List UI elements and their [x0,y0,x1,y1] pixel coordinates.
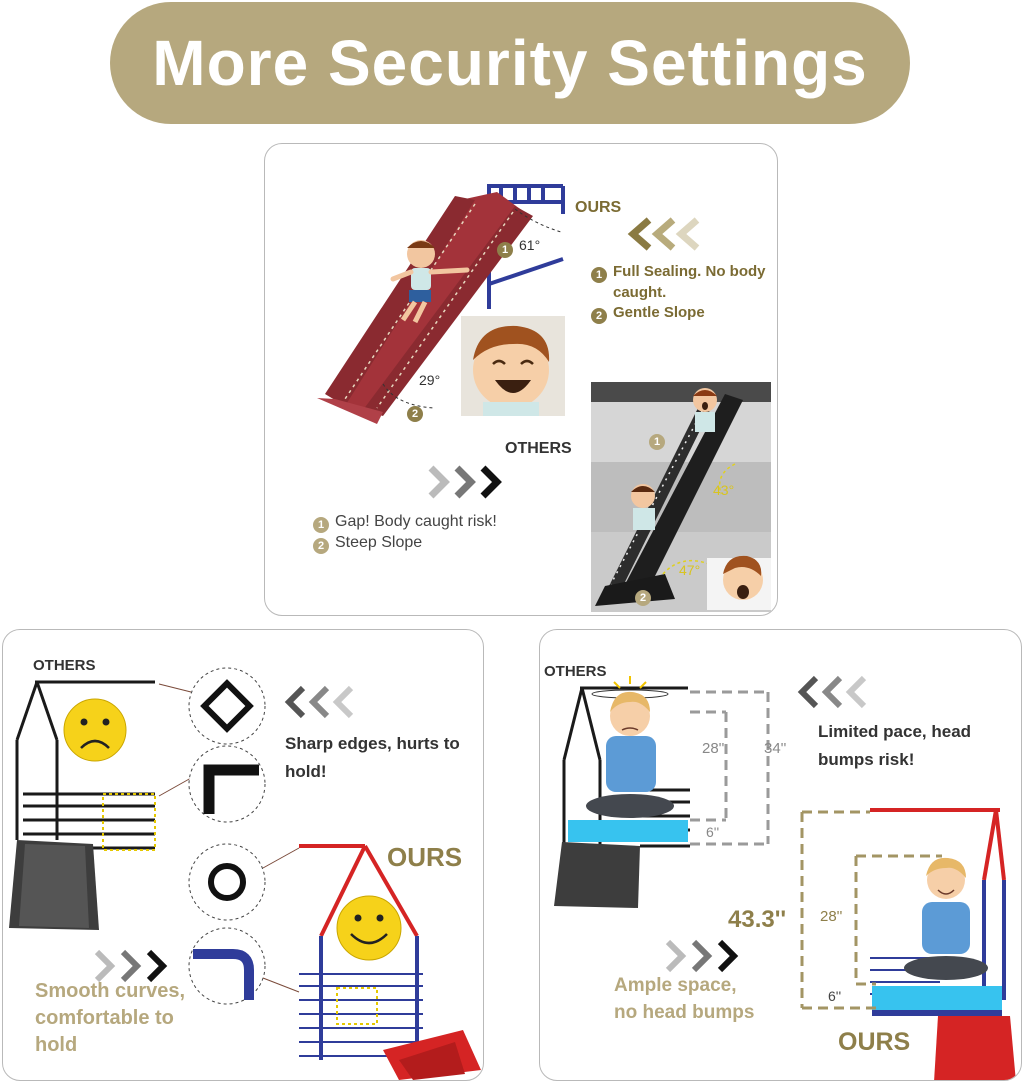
left-ours-label: OURS [387,842,463,872]
guardrail-illustration [9,667,481,1080]
happy-kid-face [473,325,550,416]
left-ours-note: Smooth curves, comfortable to hold [35,980,186,1056]
left-others-note: Sharp edges, hurts to hold! [285,734,460,781]
round-tube-icon [208,863,246,901]
ours-note-1-cont: caught. [613,284,667,301]
right-others-chevrons [797,675,867,709]
right-others-label: OTHERS [544,663,607,680]
top-ours-label: OURS [575,199,622,216]
ours-bottom-marker: 2 [407,402,429,422]
ours-chevrons [627,217,700,251]
left-ours-chevrons [94,949,168,983]
others-top-angle: 43° [713,482,735,498]
left-others-chevrons [284,685,354,719]
others-bottom-angle: 47° [679,562,701,578]
kid-on-slide [390,240,470,324]
others-top-marker: 1 [649,430,671,450]
ours-bottom-dim: 6'' [828,988,842,1004]
headroom-illustration [554,675,1016,1080]
right-ours-label: OURS [838,1028,911,1056]
top-others-label: OTHERS [505,440,572,457]
others-bottom-marker: 2 [635,586,657,606]
ours-inner-dim: 28'' [820,908,843,925]
headroom-panel: OTHERS OURS 28'' 34'' 6'' 43.3'' 28'' 6'… [539,629,1022,1081]
square-edge-icon [200,679,254,733]
sharp-corner-icon [203,764,259,814]
right-ours-chevrons [665,939,739,973]
rounded-corner-icon [193,949,254,1000]
crying-kid-face [707,555,771,610]
ours-kid-happy [904,857,988,980]
ours-total-dim: 43.3'' [728,906,787,933]
others-outer-dim: 34'' [764,740,787,757]
others-chevrons [428,465,502,499]
ours-bottom-angle: 29° [419,372,441,388]
sad-face [63,698,127,762]
others-bottom-dim: 6'' [706,824,720,840]
ours-slide-illustration [317,184,771,612]
right-ours-note: Ample space, no head bumps [614,975,755,1023]
ours-top-angle: 61° [519,237,541,253]
banner-title: More Security Settings [152,27,868,99]
others-kid-upset [586,691,674,818]
happy-face [336,895,402,961]
others-inner-dim: 28'' [702,740,725,757]
scared-kid-1 [693,388,717,432]
left-others-label: OTHERS [33,657,96,674]
banner: More Security Settings [110,2,910,124]
ours-top-marker: 1 [497,238,519,258]
right-others-note: Limited pace, head bumps risk! [818,722,972,769]
guardrail-edge-panel: OTHERS OURS Sharp edges, hurts to hold! … [2,629,484,1081]
scared-kid-2 [631,484,655,530]
